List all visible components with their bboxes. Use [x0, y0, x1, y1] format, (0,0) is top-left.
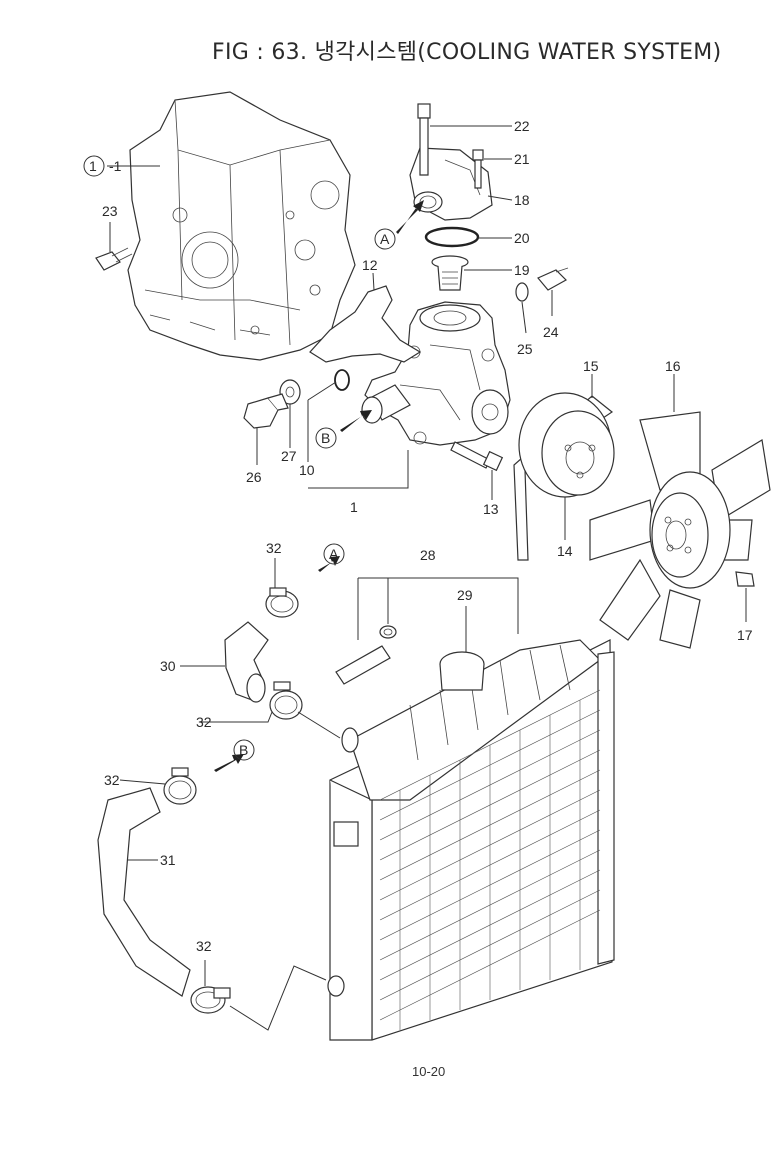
callout-circle-b-mid: [315, 427, 337, 449]
callout-circle-a-top: [374, 228, 396, 250]
callout-18: 18: [514, 192, 530, 208]
bolt-22: [417, 103, 431, 176]
fan-pulley-14: [518, 392, 615, 498]
callout-21: 21: [514, 151, 530, 167]
callout-circle-1: [83, 155, 105, 177]
o-ring-10: [334, 369, 350, 391]
callout-31: 31: [160, 852, 176, 868]
callout-32-upper: 32: [266, 540, 282, 556]
callout-14: 14: [557, 543, 573, 559]
hose-clamp-32-upper: [265, 587, 299, 618]
figure-title: FIG : 63. 냉각시스템(COOLING WATER SYSTEM): [212, 40, 722, 65]
callout-17: 17: [737, 627, 753, 643]
cooling-fan-16: [589, 411, 771, 649]
callout-13: 13: [483, 501, 499, 517]
plug-26: [243, 393, 289, 429]
thermostat-19: [431, 255, 469, 291]
callout-1: 1: [350, 499, 358, 515]
callout-circle-b-low: [233, 739, 255, 761]
engine-block: [127, 91, 356, 361]
callout-27: 27: [281, 448, 297, 464]
drain-plug-23: [95, 247, 133, 271]
radiator: [327, 639, 615, 1041]
callout-25: 25: [517, 341, 533, 357]
bolt-21: [472, 149, 484, 189]
hose-clamp-32-bottom: [190, 986, 231, 1014]
callout-12: 12: [362, 257, 378, 273]
gasket-12: [309, 285, 422, 363]
callout-10: 10: [299, 462, 315, 478]
callout-20: 20: [514, 230, 530, 246]
callout-b-mid: B: [321, 430, 330, 446]
washer-25: [515, 282, 529, 302]
callout-15: 15: [583, 358, 599, 374]
o-ring-20: [424, 226, 480, 248]
callout-32-lower-left: 32: [104, 772, 120, 788]
callout-22: 22: [514, 118, 530, 134]
callout-1-1-circle-num: 1: [89, 158, 97, 174]
callout-1-1-suffix: -1: [109, 158, 122, 174]
callout-19: 19: [514, 262, 530, 278]
callout-b-low: B: [239, 742, 248, 758]
callout-28: 28: [420, 547, 436, 563]
callout-29: 29: [457, 587, 473, 603]
callout-32-bottom: 32: [196, 938, 212, 954]
temp-sensor-24: [537, 267, 569, 291]
upper-hose-30: [224, 621, 269, 703]
lower-hose-31: [97, 787, 191, 997]
leader-lines: [107, 125, 747, 1031]
hose-clamp-32-mid: [269, 681, 303, 720]
callout-a-top: A: [380, 231, 390, 247]
callout-32-mid: 32: [196, 714, 212, 730]
overflow-tube-28: [335, 625, 397, 685]
callout-30: 30: [160, 658, 176, 674]
flow-arrows: [214, 200, 424, 772]
fan-bolt-17: [735, 571, 755, 587]
callout-circle-a-low: [323, 543, 345, 565]
page-number: 10-20: [412, 1064, 446, 1079]
bolt-13: [450, 441, 504, 472]
callout-a-low: A: [329, 546, 339, 562]
callout-23: 23: [102, 203, 118, 219]
callout-16: 16: [665, 358, 681, 374]
callout-26: 26: [246, 469, 262, 485]
hose-clamp-32-lower-left: [163, 767, 197, 805]
callout-24: 24: [543, 324, 559, 340]
callout-labels: 1 -1 23 22 21 18 A 20 12 19 24 25 15 16 …: [83, 118, 753, 954]
